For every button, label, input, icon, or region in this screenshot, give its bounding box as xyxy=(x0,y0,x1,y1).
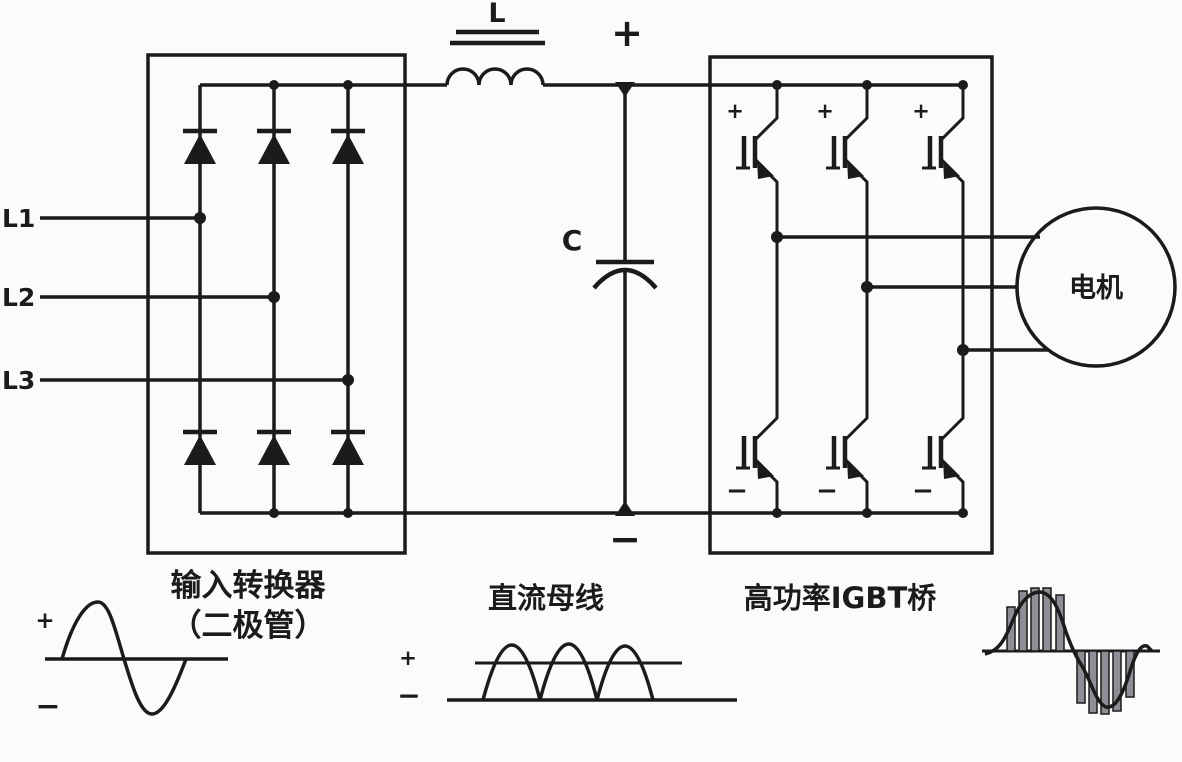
capacitor-label: C xyxy=(562,224,583,257)
diode-top-3 xyxy=(331,131,365,164)
input-label-l2: L2 xyxy=(2,283,35,312)
pwm-output-waveform xyxy=(982,587,1160,715)
rectifier-caption-line1: 输入转换器 xyxy=(171,568,327,604)
igbt-bridge-section: + + + − − − xyxy=(708,55,994,555)
motor-circle xyxy=(1015,206,1177,368)
dc-bottom-junction xyxy=(615,501,635,516)
diode-top-1 xyxy=(183,131,217,164)
diode-top-2 xyxy=(257,131,291,164)
igbt-minus-3: − xyxy=(912,476,934,506)
igbt-minus-1: − xyxy=(726,476,748,506)
motor-section: 电机 xyxy=(771,206,1177,368)
dc-minus-sign: − xyxy=(609,517,641,561)
input-label-l3: L3 xyxy=(2,366,35,395)
diode-bottom-1 xyxy=(183,432,217,465)
dc-wave-plus: + xyxy=(399,646,417,670)
igbt-minus-2: − xyxy=(816,476,838,506)
igbt-plus-1: + xyxy=(726,99,744,123)
rectifier-section xyxy=(146,53,407,555)
igbt-plus-2: + xyxy=(816,99,834,123)
captions: 输入转换器 （二极管） 直流母线 高功率IGBT桥 xyxy=(171,568,937,644)
input-label-l1: L1 xyxy=(2,204,35,233)
dc-wave-humps xyxy=(481,642,655,701)
dc-wave-minus: − xyxy=(397,679,420,712)
phase-inputs: L1 L2 L3 xyxy=(2,204,354,395)
diode-bottom-3 xyxy=(331,432,365,465)
input-wave-minus: − xyxy=(35,689,60,724)
dc-rails xyxy=(200,83,963,515)
pwm-sine-envelope xyxy=(984,590,1154,709)
dc-plus-sign: + xyxy=(611,11,643,55)
igbt-bridge-caption: 高功率IGBT桥 xyxy=(744,581,936,615)
rectifier-box xyxy=(146,53,407,555)
rectifier-caption-line2: （二极管） xyxy=(171,608,326,644)
motor-label: 电机 xyxy=(1069,273,1123,304)
diode-bottom-2 xyxy=(257,432,291,465)
igbt-box xyxy=(708,55,994,555)
dc-link-inductor: L xyxy=(445,0,545,86)
dc-ripple-waveform: + − xyxy=(397,642,737,712)
input-sine-waveform: + − xyxy=(35,600,228,724)
dc-bus-caption: 直流母线 xyxy=(488,581,604,615)
input-wave-sine xyxy=(60,600,188,716)
igbt-plus-3: + xyxy=(912,99,930,123)
input-wave-plus: + xyxy=(35,608,54,634)
inductor-label: L xyxy=(488,0,505,29)
dc-bus-section: + C − xyxy=(562,11,658,561)
inductor-coil xyxy=(445,67,545,86)
